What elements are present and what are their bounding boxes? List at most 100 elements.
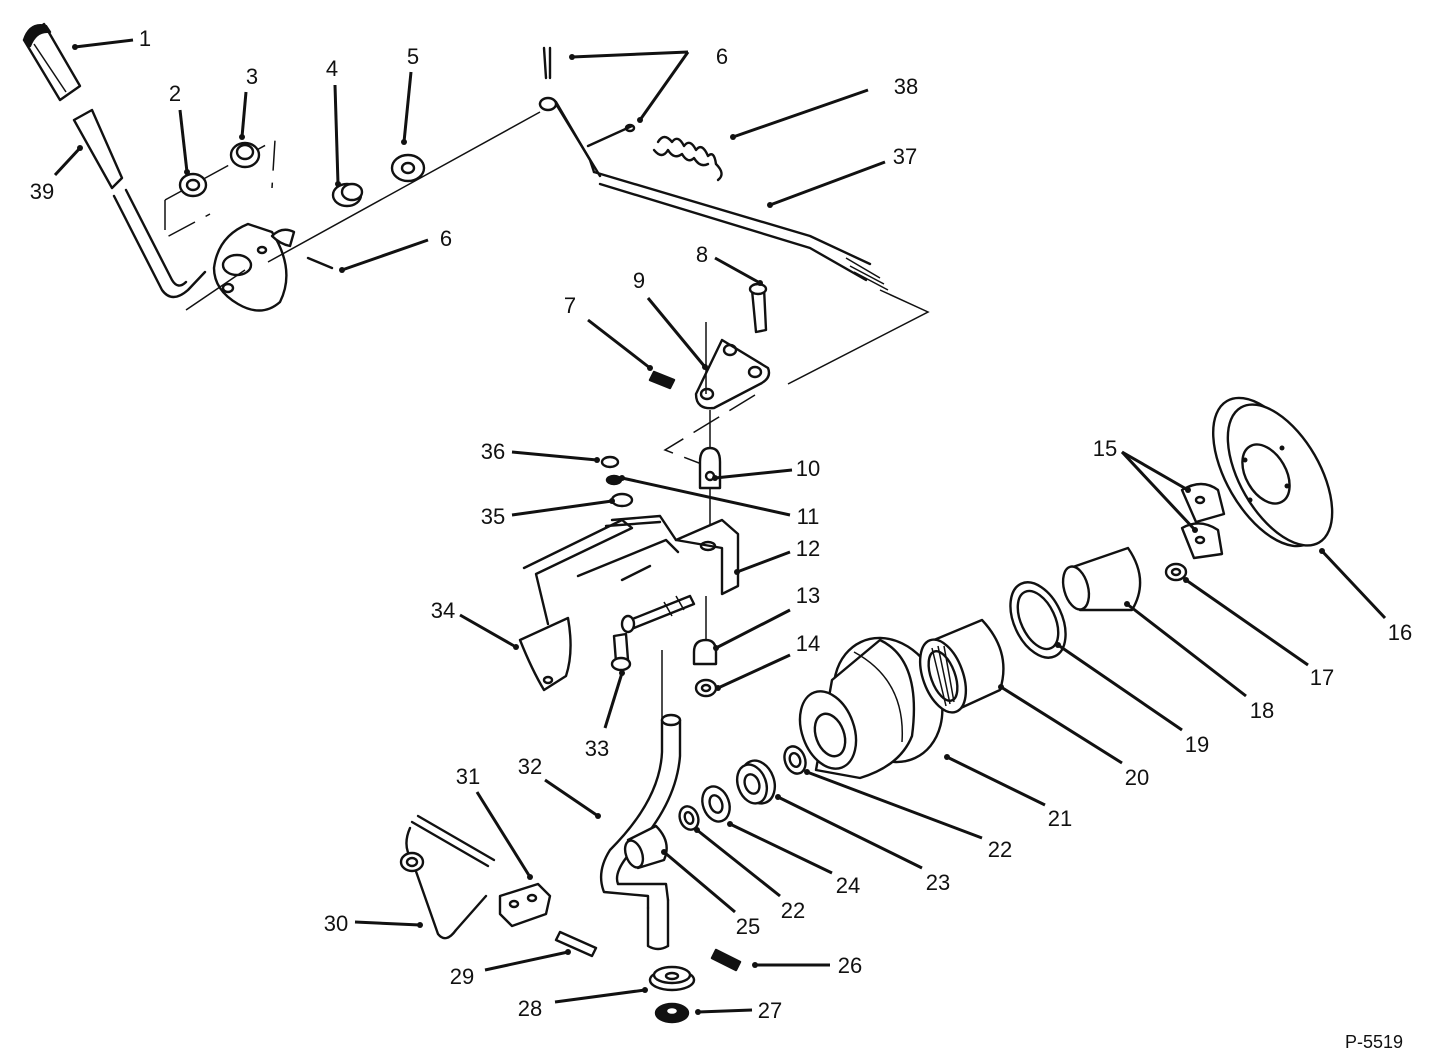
pin-7 [648,370,676,390]
leader-tip-c2 [184,169,190,175]
callout-label-c10: 10 [796,456,820,481]
callout-label-c4: 4 [326,56,338,81]
leader-tip-c20 [998,684,1004,690]
leader-c12 [736,550,791,574]
leader-c35 [511,499,613,517]
leader-c7 [587,318,651,370]
spring-38 [652,135,723,182]
leader-c25 [663,850,736,914]
leader-tip-c39 [77,145,83,151]
leader-tip-c15 [1185,487,1191,493]
leader-tip-c6b [637,117,643,123]
callout-label-c37: 37 [893,144,917,169]
leader-tip-c15b [1192,527,1198,533]
leader-tip-c11 [619,475,625,481]
callout-label-c16: 16 [1388,620,1412,645]
pin-29 [554,930,598,958]
leader-tip-c28 [642,987,648,993]
leader-c13 [715,608,791,650]
leader-c27 [697,1008,753,1014]
callout-label-c17: 17 [1310,665,1334,690]
callout-label-c6a: 6 [716,44,728,69]
bolt-horizontal [620,594,696,634]
callout-label-c25: 25 [736,914,760,939]
callout-label-c22b: 22 [781,898,805,923]
leader-c1 [74,38,134,49]
pulley-16 [1211,396,1334,548]
leader-c34 [459,613,517,649]
leader-tip-c18 [1124,601,1130,607]
leader-tip-c37 [767,202,773,208]
leader-c6a [571,50,689,59]
shaft-line [267,111,541,263]
leader-c3 [240,91,248,138]
control-rod [538,96,889,291]
callout-label-c28: 28 [518,996,542,1021]
lever-rod [72,108,207,299]
leader-tip-c16 [1319,548,1325,554]
leader-c17 [1185,578,1309,667]
leader-c23 [777,795,923,870]
leader-tip-c1 [72,44,78,50]
callout-label-c13: 13 [796,583,820,608]
cotter-pin-6b [586,123,636,148]
leader-tip-c38 [730,134,736,140]
link-guide [663,289,930,469]
callout-label-c34: 34 [431,598,455,623]
callout-leaders [53,38,1387,1015]
leader-c36 [511,450,598,462]
bolt-33 [610,632,632,672]
leader-c9 [646,297,707,368]
leader-tip-c32 [595,813,601,819]
leader-tip-c19 [1055,642,1061,648]
leader-tip-c8 [757,280,763,286]
leader-c18 [1126,602,1247,698]
nut-27 [654,1002,690,1024]
callout-label-c35: 35 [481,504,505,529]
leader-c33 [603,672,624,729]
bushing-4 [331,182,364,208]
leader-tip-c14 [715,685,721,691]
leader-tip-c6a [569,54,575,60]
bearing-20 [918,618,1005,714]
cam-plate [185,222,296,312]
callout-label-c20: 20 [1125,765,1149,790]
leader-tip-c24 [727,821,733,827]
leader-tip-c3 [239,134,245,140]
ring-19 [1009,581,1067,659]
washer-5 [390,153,426,183]
leader-c28 [554,988,646,1004]
leader-tip-c6c [339,267,345,273]
callout-label-c3: 3 [246,64,258,89]
spring-30 [399,814,496,940]
leader-tip-c9 [702,364,708,370]
callout-label-c1: 1 [139,26,151,51]
leader-c19 [1057,643,1183,732]
leader-c2 [178,109,189,173]
callout-label-c27: 27 [758,998,782,1023]
nut-17 [1164,562,1188,582]
leader-tip-c33 [619,670,625,676]
callout-label-c39: 39 [30,179,54,204]
leader-c22b [696,828,781,898]
leader-c11 [621,476,791,517]
pin-26 [710,948,742,972]
nut-13-14 [692,596,718,698]
leader-c22a [806,770,983,840]
link-arm-side [576,538,680,582]
leader-tip-c10 [712,475,718,481]
callout-label-c18: 18 [1250,698,1274,723]
callout-label-c21: 21 [1048,806,1072,831]
leader-tip-c5 [401,139,407,145]
callout-label-c23: 23 [926,870,950,895]
leader-c20 [1000,685,1123,765]
callout-label-c30: 30 [324,911,348,936]
leader-c6c [341,238,429,272]
leader-tip-c13 [713,645,719,651]
leader-tip-c17 [1183,577,1189,583]
callout-label-c2: 2 [169,81,181,106]
callout-label-c6c: 6 [440,226,452,251]
callout-label-c22a: 22 [988,837,1012,862]
leader-tip-c25 [661,849,667,855]
